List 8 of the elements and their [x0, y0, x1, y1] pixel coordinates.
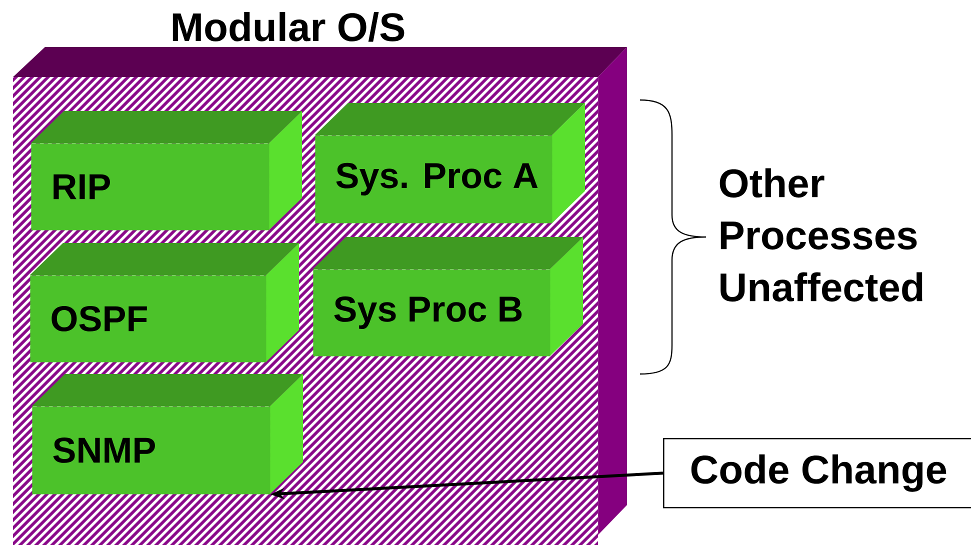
process-block: OSPF	[30, 243, 299, 362]
process-block: SNMP	[32, 374, 303, 494]
text-box: Code Change	[663, 438, 971, 508]
process-block: RIP	[31, 111, 302, 230]
process-block: Sys Proc B	[313, 237, 583, 356]
note-text: Other Processes Unaffected	[720, 168, 922, 302]
node-label: Modular O/S	[172, 12, 404, 42]
process-block: Sys. Proc A	[315, 103, 585, 224]
